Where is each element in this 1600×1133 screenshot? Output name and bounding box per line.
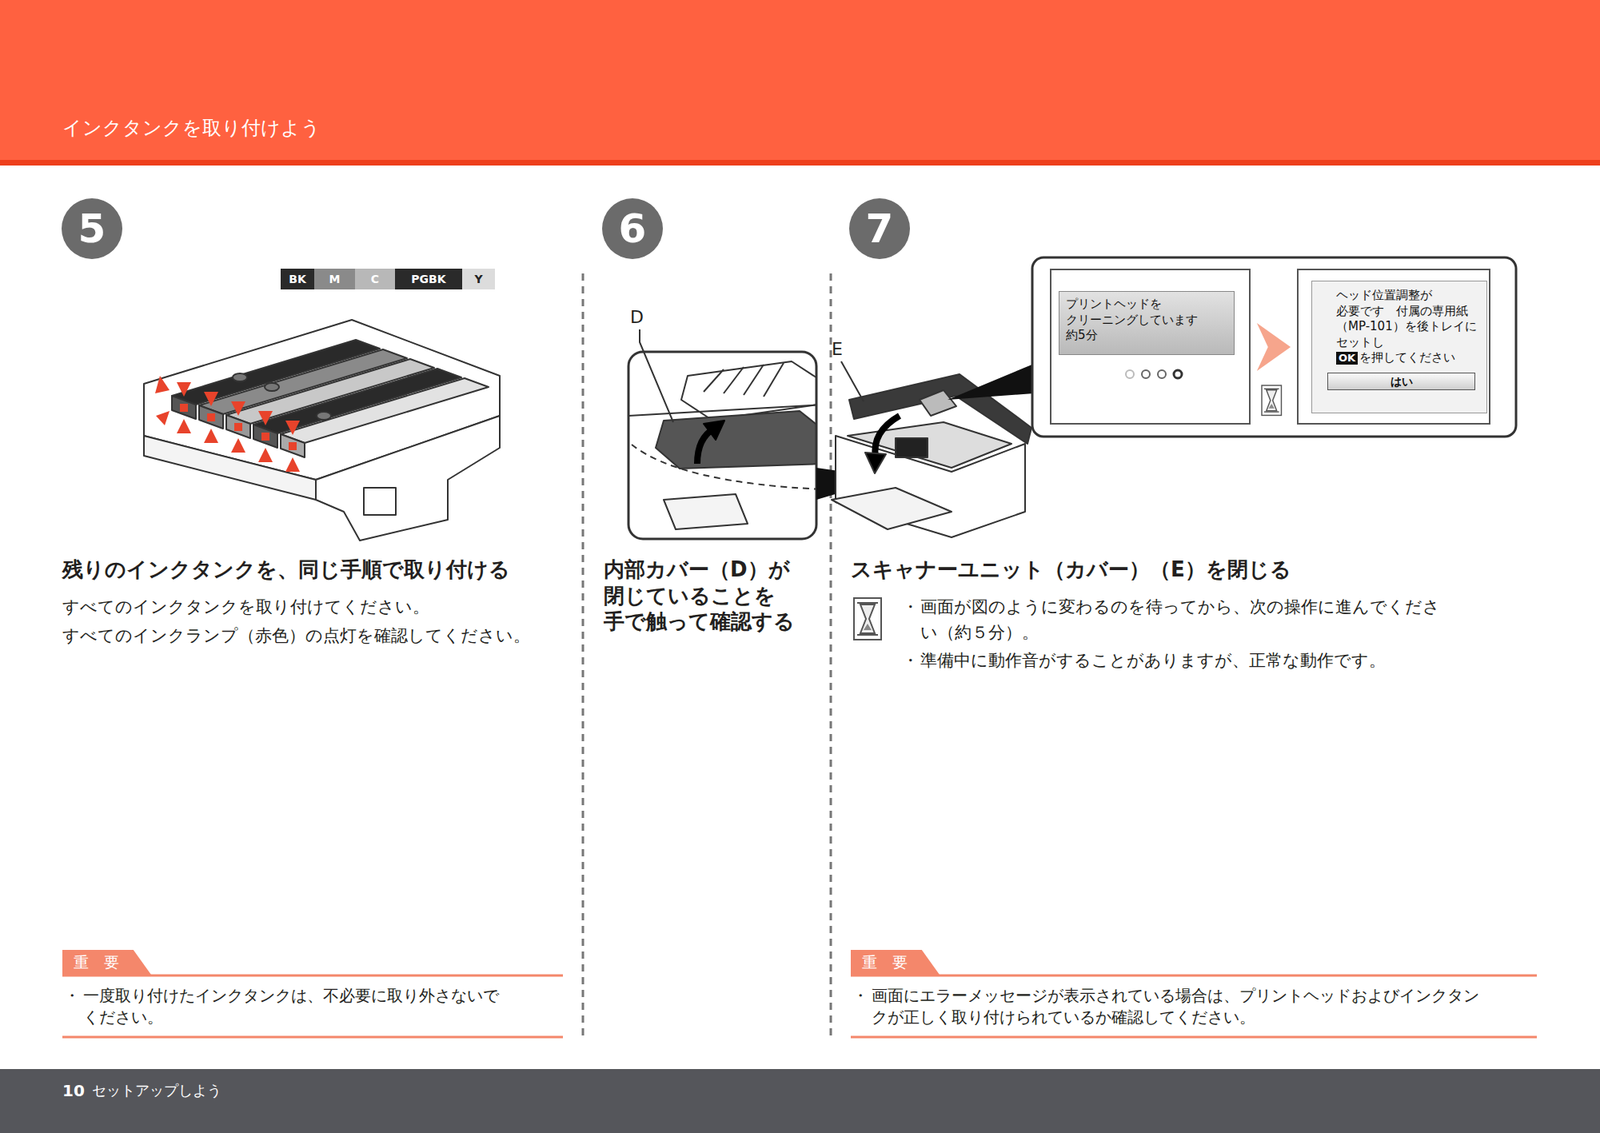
text-label: 一度取り付けたインクタンクは、不必要に取り外さないでください。 — [83, 985, 507, 1029]
text-label: ・ — [63, 985, 80, 1007]
text-label: 画面が図のように変わるのを待ってから、次の操作に進んでください（約５分）。 — [920, 594, 1453, 646]
text-label: セットアップしよう — [91, 1081, 222, 1100]
text-label: 残りのインクタンクを、同じ手順で取り付ける — [62, 556, 567, 583]
note-rule — [850, 1036, 1537, 1039]
text-label: ・ — [901, 594, 919, 621]
step-number: 6 — [602, 198, 663, 260]
ink-holder-illustration — [143, 319, 500, 541]
hourglass-icon — [1261, 385, 1281, 415]
yes-button: はい — [1327, 372, 1476, 391]
ink-color-tag: BK — [280, 268, 315, 290]
ok-key: OK — [1336, 351, 1358, 365]
divider — [829, 273, 833, 1039]
inner-cover-illustration — [628, 361, 817, 530]
lcd-message: プリントヘッドを クリーニングしています 約5分 — [1058, 291, 1235, 356]
node-text: 7 — [865, 208, 894, 249]
important-tag: 重 要 — [62, 949, 152, 975]
node-text: 6 — [618, 208, 647, 249]
text-label: 画面にエラーメッセージが表示されている場合は、プリントヘッドおよびインクタンクが… — [871, 985, 1488, 1029]
progress-dots — [1125, 370, 1182, 379]
step-number: 5 — [61, 198, 123, 260]
text-label: スキャナーユニット（カバー）（E）を閉じる — [850, 556, 1531, 583]
node-text: プリントヘッドを クリーニングしています 約5分 — [1065, 296, 1228, 344]
footer-band — [0, 1069, 1600, 1133]
page-title: インクタンクを取り付けよう — [62, 116, 321, 140]
node-text: PGBK — [410, 273, 446, 285]
node-text: BK — [288, 273, 307, 285]
node-text: OK — [1338, 351, 1356, 365]
text-label: E — [831, 339, 843, 360]
node-text: 重 要 — [73, 954, 120, 970]
text-label: D — [630, 307, 644, 328]
leader-line — [639, 329, 674, 423]
important-tag: 重 要 — [850, 949, 940, 975]
note-rule — [850, 974, 1537, 978]
ink-color-tag: M — [314, 268, 356, 290]
node-text: M — [329, 273, 341, 285]
screen-frame — [1032, 257, 1517, 437]
text-label: 準備中に動作音がすることがありますが、正常な動作です。 — [920, 648, 1513, 675]
note-rule — [62, 1036, 563, 1039]
ink-color-tag: C — [355, 268, 396, 290]
leader-line — [841, 361, 864, 402]
node-text: 重 要 — [861, 954, 908, 970]
screen — [1297, 269, 1490, 424]
node-text: ヘッド位置調整が 必要です 付属の専用紙 （MP-101）を後トレイに セットし — [1336, 287, 1481, 351]
arrow-head — [1256, 323, 1291, 372]
node-text: はい — [1390, 375, 1413, 388]
lcd-message: ヘッド位置調整が 必要です 付属の専用紙 （MP-101）を後トレイに セットし… — [1311, 280, 1488, 414]
text-label: 10 — [62, 1081, 85, 1101]
node-text: 5 — [78, 208, 107, 249]
step-number: 7 — [849, 198, 910, 260]
header-rule — [0, 159, 1600, 166]
ink-color-tag: PGBK — [395, 268, 463, 290]
screen — [1050, 269, 1250, 424]
zoom-wedge — [947, 363, 1034, 400]
hourglass-icon — [853, 598, 882, 640]
node-text: C — [371, 273, 380, 285]
transition-arrow — [1234, 323, 1312, 372]
text-label: すべてのインクタンクを取り付けてください。 — [62, 594, 567, 621]
text-label: ・ — [901, 648, 919, 675]
ink-lamps — [155, 375, 300, 472]
node-text: Y — [474, 273, 483, 285]
text-label: ・ — [852, 985, 869, 1007]
node-text: を押してください — [1359, 350, 1456, 365]
text-label: 内部カバー（D）が 閉じていることを 手で触って確認する — [603, 556, 820, 635]
text-label: すべてのインクランプ（赤色）の点灯を確認してください。 — [62, 623, 567, 650]
divider — [582, 273, 585, 1039]
text-row: OKを押してください — [1336, 350, 1481, 367]
ink-color-tag: Y — [462, 268, 495, 290]
